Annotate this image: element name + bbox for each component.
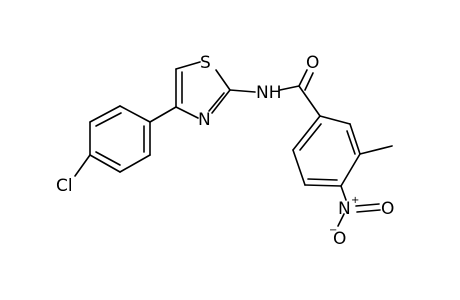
nitro-oxygen-charge: − — [329, 225, 337, 236]
chlorine-atom-label: Cl — [56, 176, 73, 196]
phenyl-thiazole-bond — [149, 106, 177, 123]
nitro-oxygen-single-label: O — [333, 229, 346, 249]
nitro-nitrogen-label: N — [338, 199, 351, 219]
methyl-bond — [359, 145, 393, 155]
chlorophenyl-ring — [89, 105, 151, 173]
carbonyl-ring-bond — [298, 85, 321, 117]
nitro-single-bond — [337, 213, 345, 227]
thiazole-ring — [175, 61, 231, 119]
nh-carbonyl-bond — [279, 85, 300, 91]
amide-nh-label: NH — [256, 83, 282, 103]
carbonyl-oxygen-label: O — [306, 53, 319, 73]
nitro-nitrogen-charge: + — [351, 195, 359, 206]
thiazole-nh-bond — [229, 89, 256, 93]
nitrotoluoyl-ring — [292, 115, 361, 187]
nitro-double-bond — [355, 203, 381, 213]
sulfur-atom-label: S — [200, 53, 211, 73]
carbonyl-bond — [298, 69, 314, 91]
nitro-oxygen-double-label: O — [381, 199, 394, 219]
thiazole-nitrogen-label: N — [198, 110, 211, 130]
c-cl-bond — [74, 154, 91, 177]
ring-nitro-bond — [340, 185, 347, 201]
